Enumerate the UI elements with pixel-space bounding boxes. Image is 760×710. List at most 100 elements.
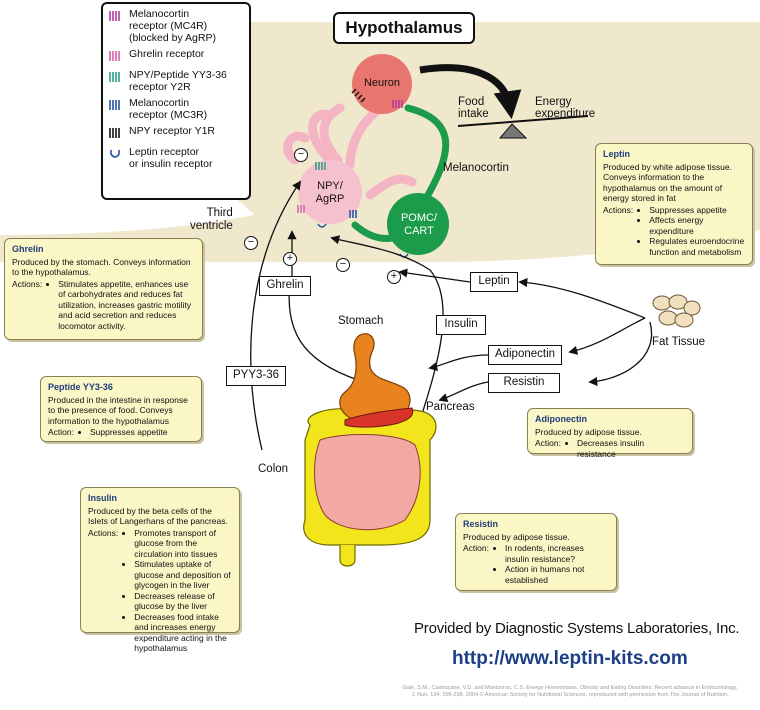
action-item: Decreases insulin resistance — [577, 438, 685, 459]
info-title: Peptide YY3-36 — [48, 382, 113, 392]
stimulate-sign: + — [387, 270, 401, 284]
info-title: Ghrelin — [12, 244, 44, 254]
ghrelin-receptor-icon — [107, 49, 123, 65]
mc3r-receptor-icon — [349, 210, 357, 218]
pancreas-shape — [344, 407, 414, 428]
info-title: Insulin — [88, 493, 117, 503]
legend-item-mc3r: Melanocortin receptor (MC3R) — [107, 97, 245, 121]
actions-list: Suppresses appetite Affects energy expen… — [637, 205, 745, 258]
info-description: Produced by adipose tissue. — [463, 531, 570, 542]
info-actions: Action: Suppresses appetite — [48, 427, 194, 438]
info-description: Produced by the stomach. Conveys informa… — [12, 256, 191, 278]
pyy-tag: PYY3-36 — [226, 366, 286, 386]
legend-item-mc4r: Melanocortin receptor (MC4R) (blocked by… — [107, 8, 245, 44]
actions-list: Stimulates appetite, enhances use of car… — [46, 279, 195, 332]
mc3r-receptor-icon — [107, 98, 123, 114]
small-intestine-shape — [314, 434, 421, 531]
actions-list: In rodents, increases insulin resistance… — [493, 543, 609, 585]
y2r-receptor-icon — [315, 162, 326, 170]
legend-item-y2r: NPY/Peptide YY3-36 receptor Y2R — [107, 69, 245, 93]
melanocortin-label: Melanocortin — [443, 162, 509, 174]
npy-agrp-label: NPY/ AgRP — [315, 180, 345, 205]
insulin-tag: Insulin — [436, 315, 486, 335]
food-intake-label: Food intake — [458, 96, 489, 120]
colon-label: Colon — [258, 463, 289, 475]
ghrelin-receptor-icon — [297, 205, 305, 213]
npy-agrp-node — [298, 160, 362, 224]
actions-list: Decreases insulin resistance — [565, 438, 685, 459]
fat-tissue-label: Fat Tissue — [652, 336, 706, 348]
actions-label: Action: — [48, 427, 74, 437]
receptor-legend: Melanocortin receptor (MC4R) (blocked by… — [101, 2, 251, 200]
actions-label: Actions: — [12, 278, 43, 289]
citation-text: Gale, S.M., Castracane, V.D. and Mantzor… — [402, 685, 738, 698]
leptin-info-box: Leptin Produced by white adipose tissue.… — [595, 143, 753, 265]
npy-y1r-receptor-icon — [107, 126, 123, 142]
rectum-shape — [339, 545, 356, 567]
legend-label: NPY/Peptide YY3-36 receptor Y2R — [129, 69, 227, 93]
resistin-info-box: Resistin Produced by adipose tissue. Act… — [455, 513, 617, 591]
fat-tissue-icon — [652, 294, 701, 328]
info-description: Produced by adipose tissue. — [535, 426, 642, 437]
pancreas-label: Pancreas — [426, 401, 475, 413]
info-actions: Actions: Suppresses appetite Affects ene… — [603, 205, 745, 258]
mc4r-receptor-icon — [392, 100, 403, 108]
actions-label: Action: — [463, 543, 489, 553]
action-item: Affects energy expenditure — [649, 215, 745, 236]
action-item: Regulates euroendocrine function and met… — [649, 236, 745, 257]
output-arrow — [419, 64, 522, 120]
actions-list: Promotes transport of glucose from the c… — [122, 528, 232, 654]
ghrelin-info-box: Ghrelin Produced by the stomach. Conveys… — [4, 238, 203, 340]
legend-item-ghrelin: Ghrelin receptor — [107, 48, 245, 65]
website-link[interactable]: http://www.leptin-kits.com — [452, 648, 688, 669]
action-item: Suppresses appetite — [649, 205, 745, 216]
adiponectin-tag: Adiponectin — [488, 345, 562, 365]
legend-item-leptin-insulin: Leptin receptor or insulin receptor — [107, 146, 245, 170]
hypothalamus-region — [0, 22, 760, 262]
info-title: Leptin — [603, 149, 630, 159]
legend-item-y1r: NPY receptor Y1R — [107, 125, 245, 142]
info-title: Adiponectin — [535, 414, 587, 424]
pomc-cart-node — [387, 193, 449, 255]
leptin-tag: Leptin — [470, 272, 518, 292]
inhibit-sign: − — [294, 148, 308, 162]
info-description: Produced by white adipose tissue. Convey… — [603, 161, 732, 204]
action-item: Stimulates appetite, enhances use of car… — [58, 279, 195, 332]
adiponectin-info-box: Adiponectin Produced by adipose tissue. … — [527, 408, 693, 459]
mc4r-receptor-icon — [107, 9, 123, 25]
info-actions: Actions: Promotes transport of glucose f… — [88, 528, 232, 654]
action-item: Decreases release of glucose by the live… — [134, 591, 232, 612]
legend-label: NPY receptor Y1R — [129, 125, 215, 137]
npy-peptide-yy-receptor-icon — [107, 70, 123, 86]
pomc-cart-label: POMC/ CART — [400, 212, 438, 237]
diagram-title: Hypothalamus — [333, 12, 475, 44]
resistin-tag: Resistin — [488, 373, 560, 393]
insulin-info-box: Insulin Produced by the beta cells of th… — [80, 487, 240, 653]
info-description: Produced in the intestine in response to… — [48, 394, 188, 426]
legend-label: Melanocortin receptor (MC4R) (blocked by… — [129, 8, 216, 44]
energy-expenditure-label: Energy expenditure — [535, 96, 596, 120]
actions-list: Suppresses appetite — [78, 427, 168, 438]
actions-label: Actions: — [88, 527, 119, 538]
neuron-node — [352, 54, 412, 114]
npy-y1r-receptor-icon — [351, 88, 366, 103]
action-item: In rodents, increases insulin resistance… — [505, 543, 609, 564]
inhibit-sign: − — [336, 258, 350, 272]
balance-scale — [457, 115, 589, 139]
npy-agrp-projections — [283, 103, 417, 200]
third-ventricle-label: Third ventricle — [190, 207, 233, 232]
action-item: Stimulates uptake of glucose and deposit… — [134, 559, 232, 591]
info-actions: Actions: Stimulates appetite, enhances u… — [12, 279, 195, 332]
inhibit-sign: − — [244, 236, 258, 250]
actions-label: Actions: — [603, 204, 634, 215]
info-actions: Action: Decreases insulin resistance — [535, 438, 685, 459]
legend-label: Leptin receptor or insulin receptor — [129, 146, 213, 170]
ghrelin-tag: Ghrelin — [259, 276, 311, 296]
info-description: Produced by the beta cells of the Islets… — [88, 505, 228, 527]
actions-label: Action: — [535, 438, 561, 448]
action-item: Action in humans not established — [505, 564, 609, 585]
action-item: Decreases food intake and increases ener… — [134, 612, 232, 654]
neuron-label: Neuron — [363, 77, 401, 89]
stomach-label: Stomach — [338, 315, 384, 327]
